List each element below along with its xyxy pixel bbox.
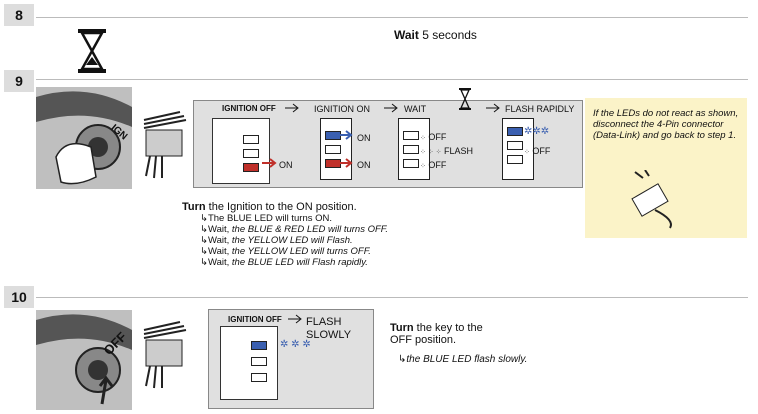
- header-wait: WAIT: [404, 104, 427, 114]
- led-red-off-3: [251, 373, 267, 382]
- step-8-wait-bold: Wait: [394, 28, 419, 42]
- led-slot-red: [243, 163, 259, 172]
- hourglass-icon: [459, 88, 471, 110]
- led-red-off-2: [507, 155, 523, 164]
- state-red-on: ON: [357, 160, 371, 170]
- connector-ignition-off: [212, 118, 270, 184]
- led-yellow-off-3: [251, 357, 267, 366]
- step-10-instruction-2: OFF position.: [390, 334, 457, 346]
- data-link-connector-graphic: [631, 170, 672, 229]
- header-ignition-on: IGNITION ON: [314, 104, 370, 114]
- flash-line-2: SLOWLY: [306, 329, 352, 341]
- state-off-2: ⁘ OFF: [420, 160, 447, 170]
- led-yellow: [325, 145, 341, 154]
- note-text: If the LEDs do not react as shown, disco…: [593, 108, 739, 141]
- step-8-divider: [36, 17, 748, 18]
- state-blue-on: ON: [357, 133, 371, 143]
- header-flash-rapidly: FLASH RAPIDLY: [505, 104, 575, 114]
- step-9-number: 9: [4, 70, 34, 92]
- step-9-line-1: ↳The BLUE LED will turns ON.: [200, 213, 333, 224]
- arrow-right-icon: [288, 314, 302, 324]
- arrow-right-icon: [486, 103, 500, 113]
- state-on-off-panel: ON: [279, 160, 293, 170]
- led-slot-yellow: [243, 149, 259, 158]
- arrow-right-icon: [338, 158, 353, 168]
- ignition-on-illustration: IGN: [36, 87, 132, 189]
- led-red-off: [403, 159, 419, 168]
- step-9-instruction: Turn the Ignition to the ON position.: [182, 201, 357, 213]
- module-connector-graphic: [143, 111, 187, 179]
- troubleshooting-note: If the LEDs do not react as shown, disco…: [585, 98, 747, 238]
- step-9-line-4: ↳Wait, the YELLOW LED will turns OFF.: [200, 246, 371, 257]
- state-off-3: ⁘ OFF: [524, 146, 551, 156]
- arrow-right-icon: [384, 103, 398, 113]
- led-blue-slow: [251, 341, 267, 350]
- step-8-number: 8: [4, 4, 34, 26]
- step-10-instruction-1: Turn the key to the: [390, 322, 483, 334]
- module-connector-graphic-2: [143, 321, 187, 389]
- connector-wait: [398, 118, 430, 180]
- ignition-off-illustration: OFF: [36, 310, 132, 410]
- connector-ignition-on: [320, 118, 352, 180]
- led-blue-off: [403, 131, 419, 140]
- step-9-line-2: ↳Wait, the BLUE & RED LED will turns OFF…: [200, 224, 389, 235]
- state-flash: ⁘ ⁘ ⁘ FLASH: [420, 146, 474, 156]
- hourglass-icon: [78, 29, 106, 73]
- led-slot-blue: [243, 135, 259, 144]
- header-ignition-off: IGNITION OFF: [222, 104, 276, 113]
- arrow-right-icon: [285, 103, 299, 113]
- led-yellow-flash: [403, 145, 419, 154]
- flash-line-1: FLASH: [306, 316, 342, 328]
- arrow-right-icon: [262, 158, 277, 168]
- arrow-right-icon: [338, 130, 353, 140]
- state-off-1: ⁘ OFF: [420, 132, 447, 142]
- step-10-header-ignition-off: IGNITION OFF: [228, 315, 282, 324]
- step-10-result: ↳the BLUE LED flash slowly.: [398, 354, 528, 365]
- step-8-instruction: Wait 5 seconds: [394, 29, 477, 41]
- connector-flash-rapidly: [502, 118, 534, 180]
- step-9-line-3: ↳Wait, the YELLOW LED will Flash.: [200, 235, 353, 246]
- step-9-line-5: ↳Wait, the BLUE LED will Flash rapidly.: [200, 257, 368, 268]
- step-10-divider: [36, 297, 748, 298]
- flash-slowly-marks: ✲ ✲ ✲: [280, 339, 311, 350]
- step-9-divider: [36, 79, 748, 80]
- led-yellow-off: [507, 141, 523, 150]
- step-8-wait-rest: 5 seconds: [418, 28, 477, 42]
- flash-rapidly-marks: ✲✲✲: [524, 126, 550, 137]
- led-blue-flash: [507, 127, 523, 136]
- step-10-number: 10: [4, 286, 34, 308]
- connector-step-10: [220, 326, 278, 400]
